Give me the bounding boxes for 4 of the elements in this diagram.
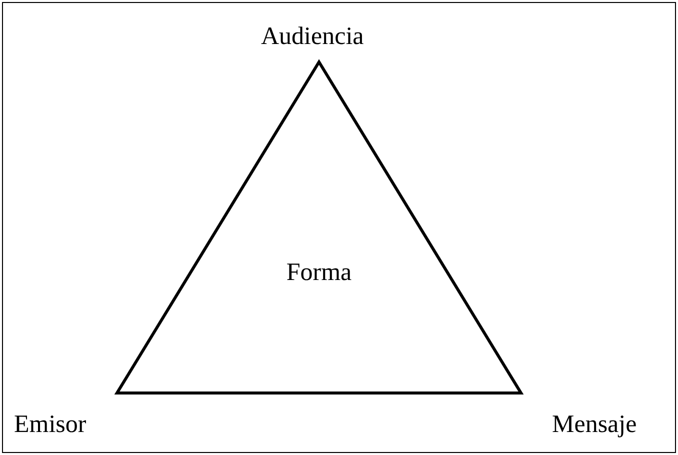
node-text: Forma bbox=[286, 260, 352, 285]
vertex-label: Mensaje bbox=[552, 412, 637, 437]
vertex-label: Audiencia bbox=[261, 24, 364, 49]
vertex-label: Emisor bbox=[14, 412, 86, 437]
